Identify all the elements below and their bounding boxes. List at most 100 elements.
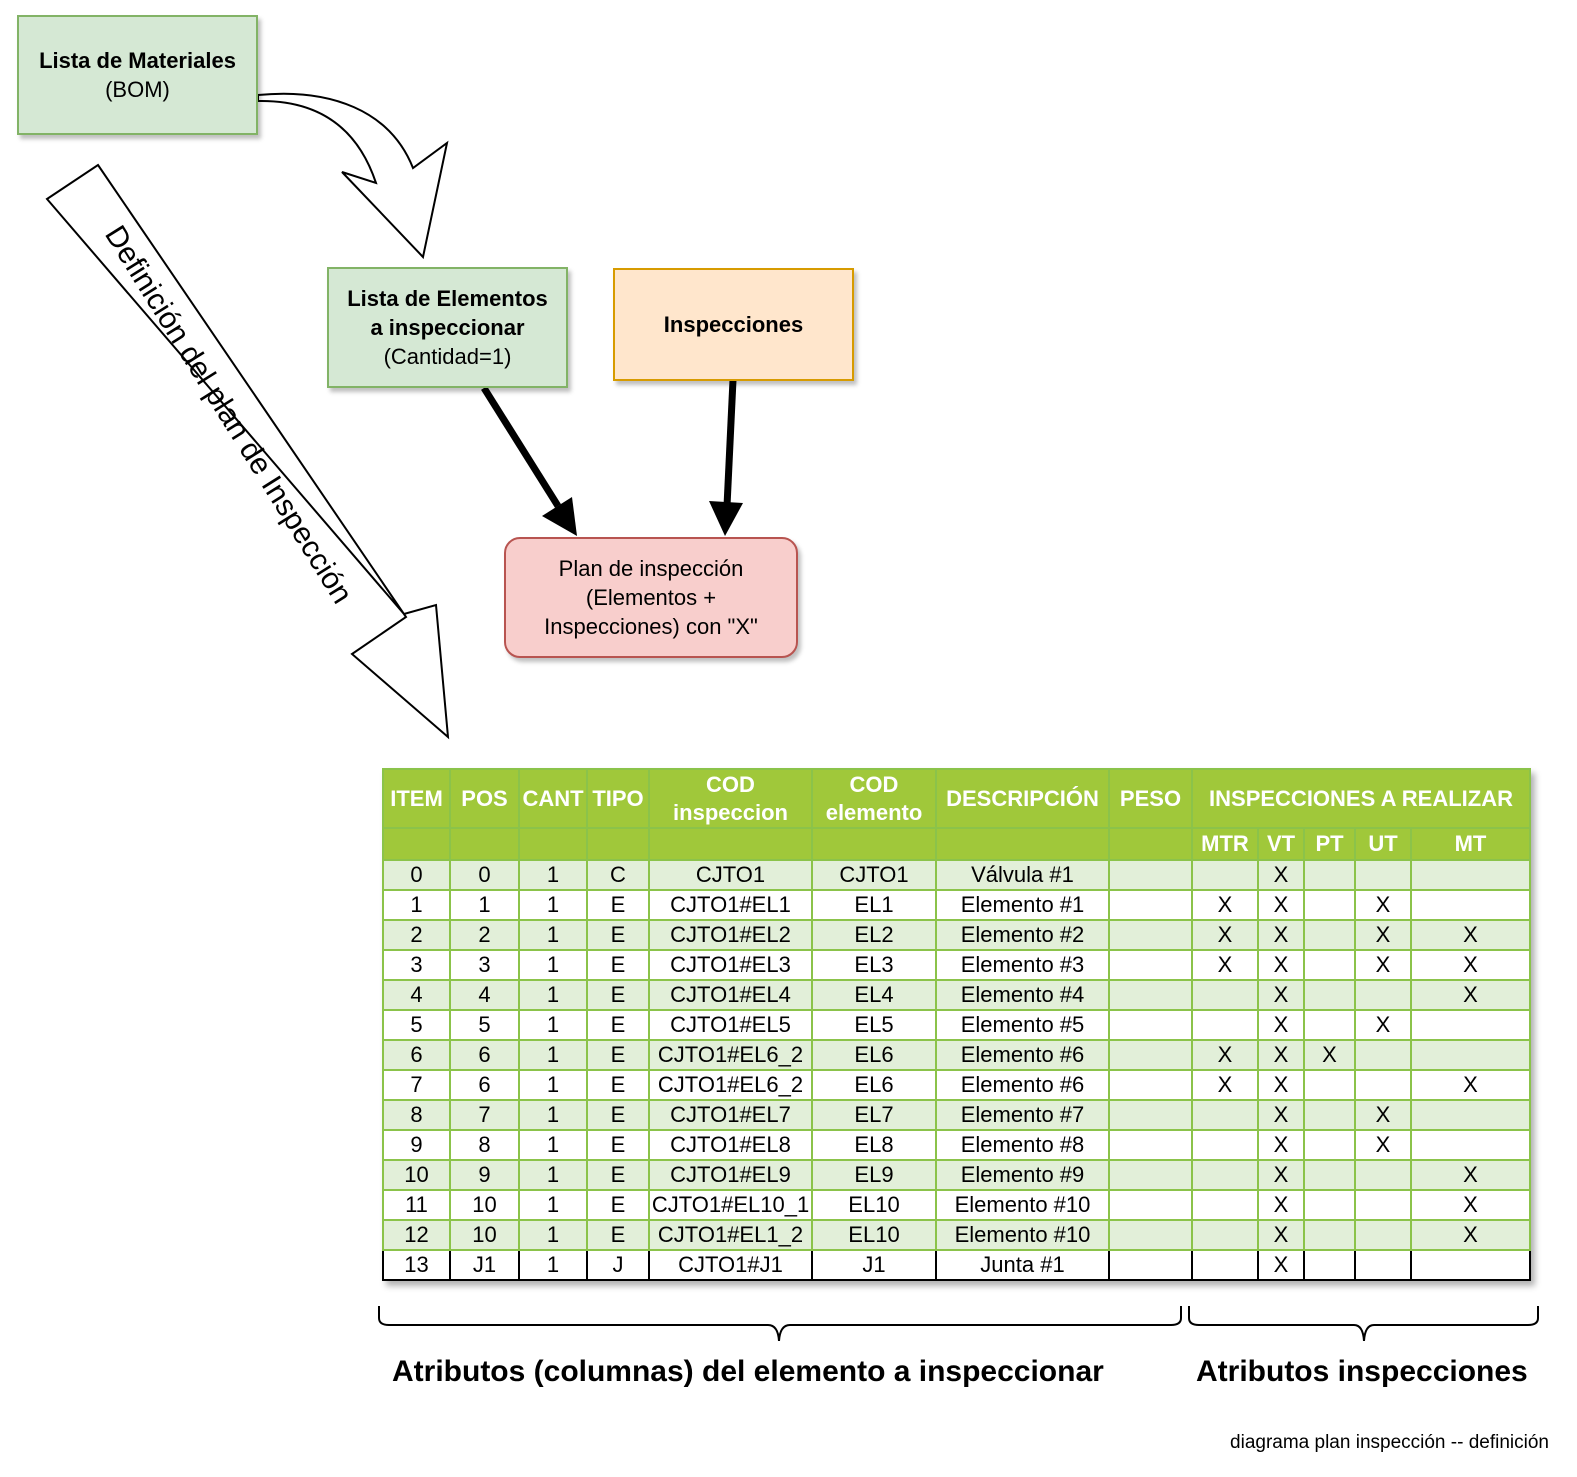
cell-cod-inspeccion: CJTO1#EL1_2 — [648, 1219, 813, 1251]
inspections-node[interactable]: Inspecciones — [613, 268, 854, 381]
cell-cant: 1 — [518, 1099, 588, 1131]
cell-mt — [1410, 1249, 1531, 1281]
col-header-inspecciones: INSPECCIONES A REALIZAR — [1191, 768, 1531, 829]
cell-ut: X — [1354, 919, 1412, 951]
caption-element-attributes: Atributos (columnas) del elemento a insp… — [392, 1355, 1104, 1388]
cell-ut — [1354, 1189, 1412, 1221]
col-header-pos: POS — [449, 768, 520, 829]
cell-cod-inspeccion: CJTO1#EL9 — [648, 1159, 813, 1191]
cell-pos: 9 — [449, 1159, 520, 1191]
cell-cod-elemento: CJTO1 — [811, 859, 937, 891]
connector-inspections-to-plan — [723, 379, 737, 507]
cell-descripcion: Elemento #8 — [935, 1129, 1110, 1161]
table-subheader-row: MTR VT PT UT MT — [382, 827, 1531, 861]
brace-inspection-attributes — [1188, 1306, 1539, 1342]
cell-vt: X — [1257, 1069, 1305, 1101]
cell-cod-inspeccion: CJTO1#EL5 — [648, 1009, 813, 1041]
cell-mtr — [1191, 1099, 1259, 1131]
cell-pt — [1303, 1249, 1356, 1281]
cell-item: 5 — [382, 1009, 451, 1041]
cell-vt: X — [1257, 979, 1305, 1011]
col-header-cod-elemento-l2: elemento — [825, 799, 923, 825]
cell-peso — [1108, 1009, 1193, 1041]
col-header-cod-inspeccion: COD inspeccion — [648, 768, 813, 829]
cell-ut: X — [1354, 949, 1412, 981]
cell-mtr — [1191, 979, 1259, 1011]
cell-ut: X — [1354, 1099, 1412, 1131]
cell-peso — [1108, 1159, 1193, 1191]
cell-vt: X — [1257, 859, 1305, 891]
cell-cod-inspeccion: CJTO1#EL6_2 — [648, 1069, 813, 1101]
cell-mt — [1410, 1009, 1531, 1041]
cell-mtr: X — [1191, 1039, 1259, 1071]
elements-node[interactable]: Lista de Elementos a inspeccionar (Canti… — [327, 267, 568, 388]
cell-cod-elemento: EL7 — [811, 1099, 937, 1131]
plan-node[interactable]: Plan de inspección (Elementos + Inspecci… — [504, 537, 798, 658]
cell-descripcion: Elemento #2 — [935, 919, 1110, 951]
cell-cant: 1 — [518, 1129, 588, 1161]
cell-cod-inspeccion: CJTO1#EL1 — [648, 889, 813, 921]
cell-mtr — [1191, 1219, 1259, 1251]
cell-pt — [1303, 1129, 1356, 1161]
cell-mt: X — [1410, 1159, 1531, 1191]
cell-item: 6 — [382, 1039, 451, 1071]
cell-cod-elemento: EL3 — [811, 949, 937, 981]
cell-mt — [1410, 1099, 1531, 1131]
cell-cod-elemento: EL2 — [811, 919, 937, 951]
subheader-blank — [382, 827, 451, 861]
footer-caption: diagrama plan inspección -- definición — [1230, 1432, 1549, 1453]
cell-ut — [1354, 1039, 1412, 1071]
cell-tipo: E — [586, 1009, 650, 1041]
plan-line-3: Inspecciones) con "X" — [544, 614, 758, 639]
cell-descripcion: Elemento #7 — [935, 1099, 1110, 1131]
cell-pt — [1303, 1069, 1356, 1101]
cell-pos: 7 — [449, 1099, 520, 1131]
bom-node[interactable]: Lista de Materiales (BOM) — [17, 15, 258, 135]
inspection-plan-table: ITEM POS CANT TIPO COD inspeccion COD el… — [382, 768, 1531, 1281]
cell-mt — [1410, 1039, 1531, 1071]
cell-pt — [1303, 1009, 1356, 1041]
cell-pos: 6 — [449, 1039, 520, 1071]
cell-pos: 2 — [449, 919, 520, 951]
cell-pt — [1303, 1159, 1356, 1191]
cell-tipo: E — [586, 1039, 650, 1071]
connector-elements-to-plan — [481, 386, 561, 508]
cell-peso — [1108, 1099, 1193, 1131]
cell-cant: 1 — [518, 1219, 588, 1251]
subheader-blank — [586, 827, 650, 861]
cell-pt — [1303, 1189, 1356, 1221]
cell-mtr — [1191, 1249, 1259, 1281]
cell-cant: 1 — [518, 919, 588, 951]
cell-pt — [1303, 889, 1356, 921]
cell-mt — [1410, 889, 1531, 921]
cell-descripcion: Junta #1 — [935, 1249, 1110, 1281]
cell-ut — [1354, 979, 1412, 1011]
plan-line-1: Plan de inspección — [558, 556, 744, 581]
cell-descripcion: Elemento #1 — [935, 889, 1110, 921]
brace-element-attributes — [378, 1306, 1182, 1342]
cell-mt: X — [1410, 1189, 1531, 1221]
plan-line-2: (Elementos + — [585, 585, 717, 610]
cell-vt: X — [1257, 1039, 1305, 1071]
cell-vt: X — [1257, 949, 1305, 981]
cell-pt: X — [1303, 1039, 1356, 1071]
cell-pt — [1303, 979, 1356, 1011]
subheader-blank — [648, 827, 813, 861]
col-header-tipo: TIPO — [586, 768, 650, 829]
col-header-cod-elemento: COD elemento — [811, 768, 937, 829]
cell-tipo: E — [586, 919, 650, 951]
elements-title-2: a inspeccionar — [370, 315, 525, 340]
cell-mtr: X — [1191, 1069, 1259, 1101]
cell-vt: X — [1257, 889, 1305, 921]
cell-ut — [1354, 859, 1412, 891]
cell-mtr — [1191, 1189, 1259, 1221]
cell-item: 13 — [382, 1249, 451, 1281]
cell-descripcion: Elemento #4 — [935, 979, 1110, 1011]
cell-mtr: X — [1191, 889, 1259, 921]
